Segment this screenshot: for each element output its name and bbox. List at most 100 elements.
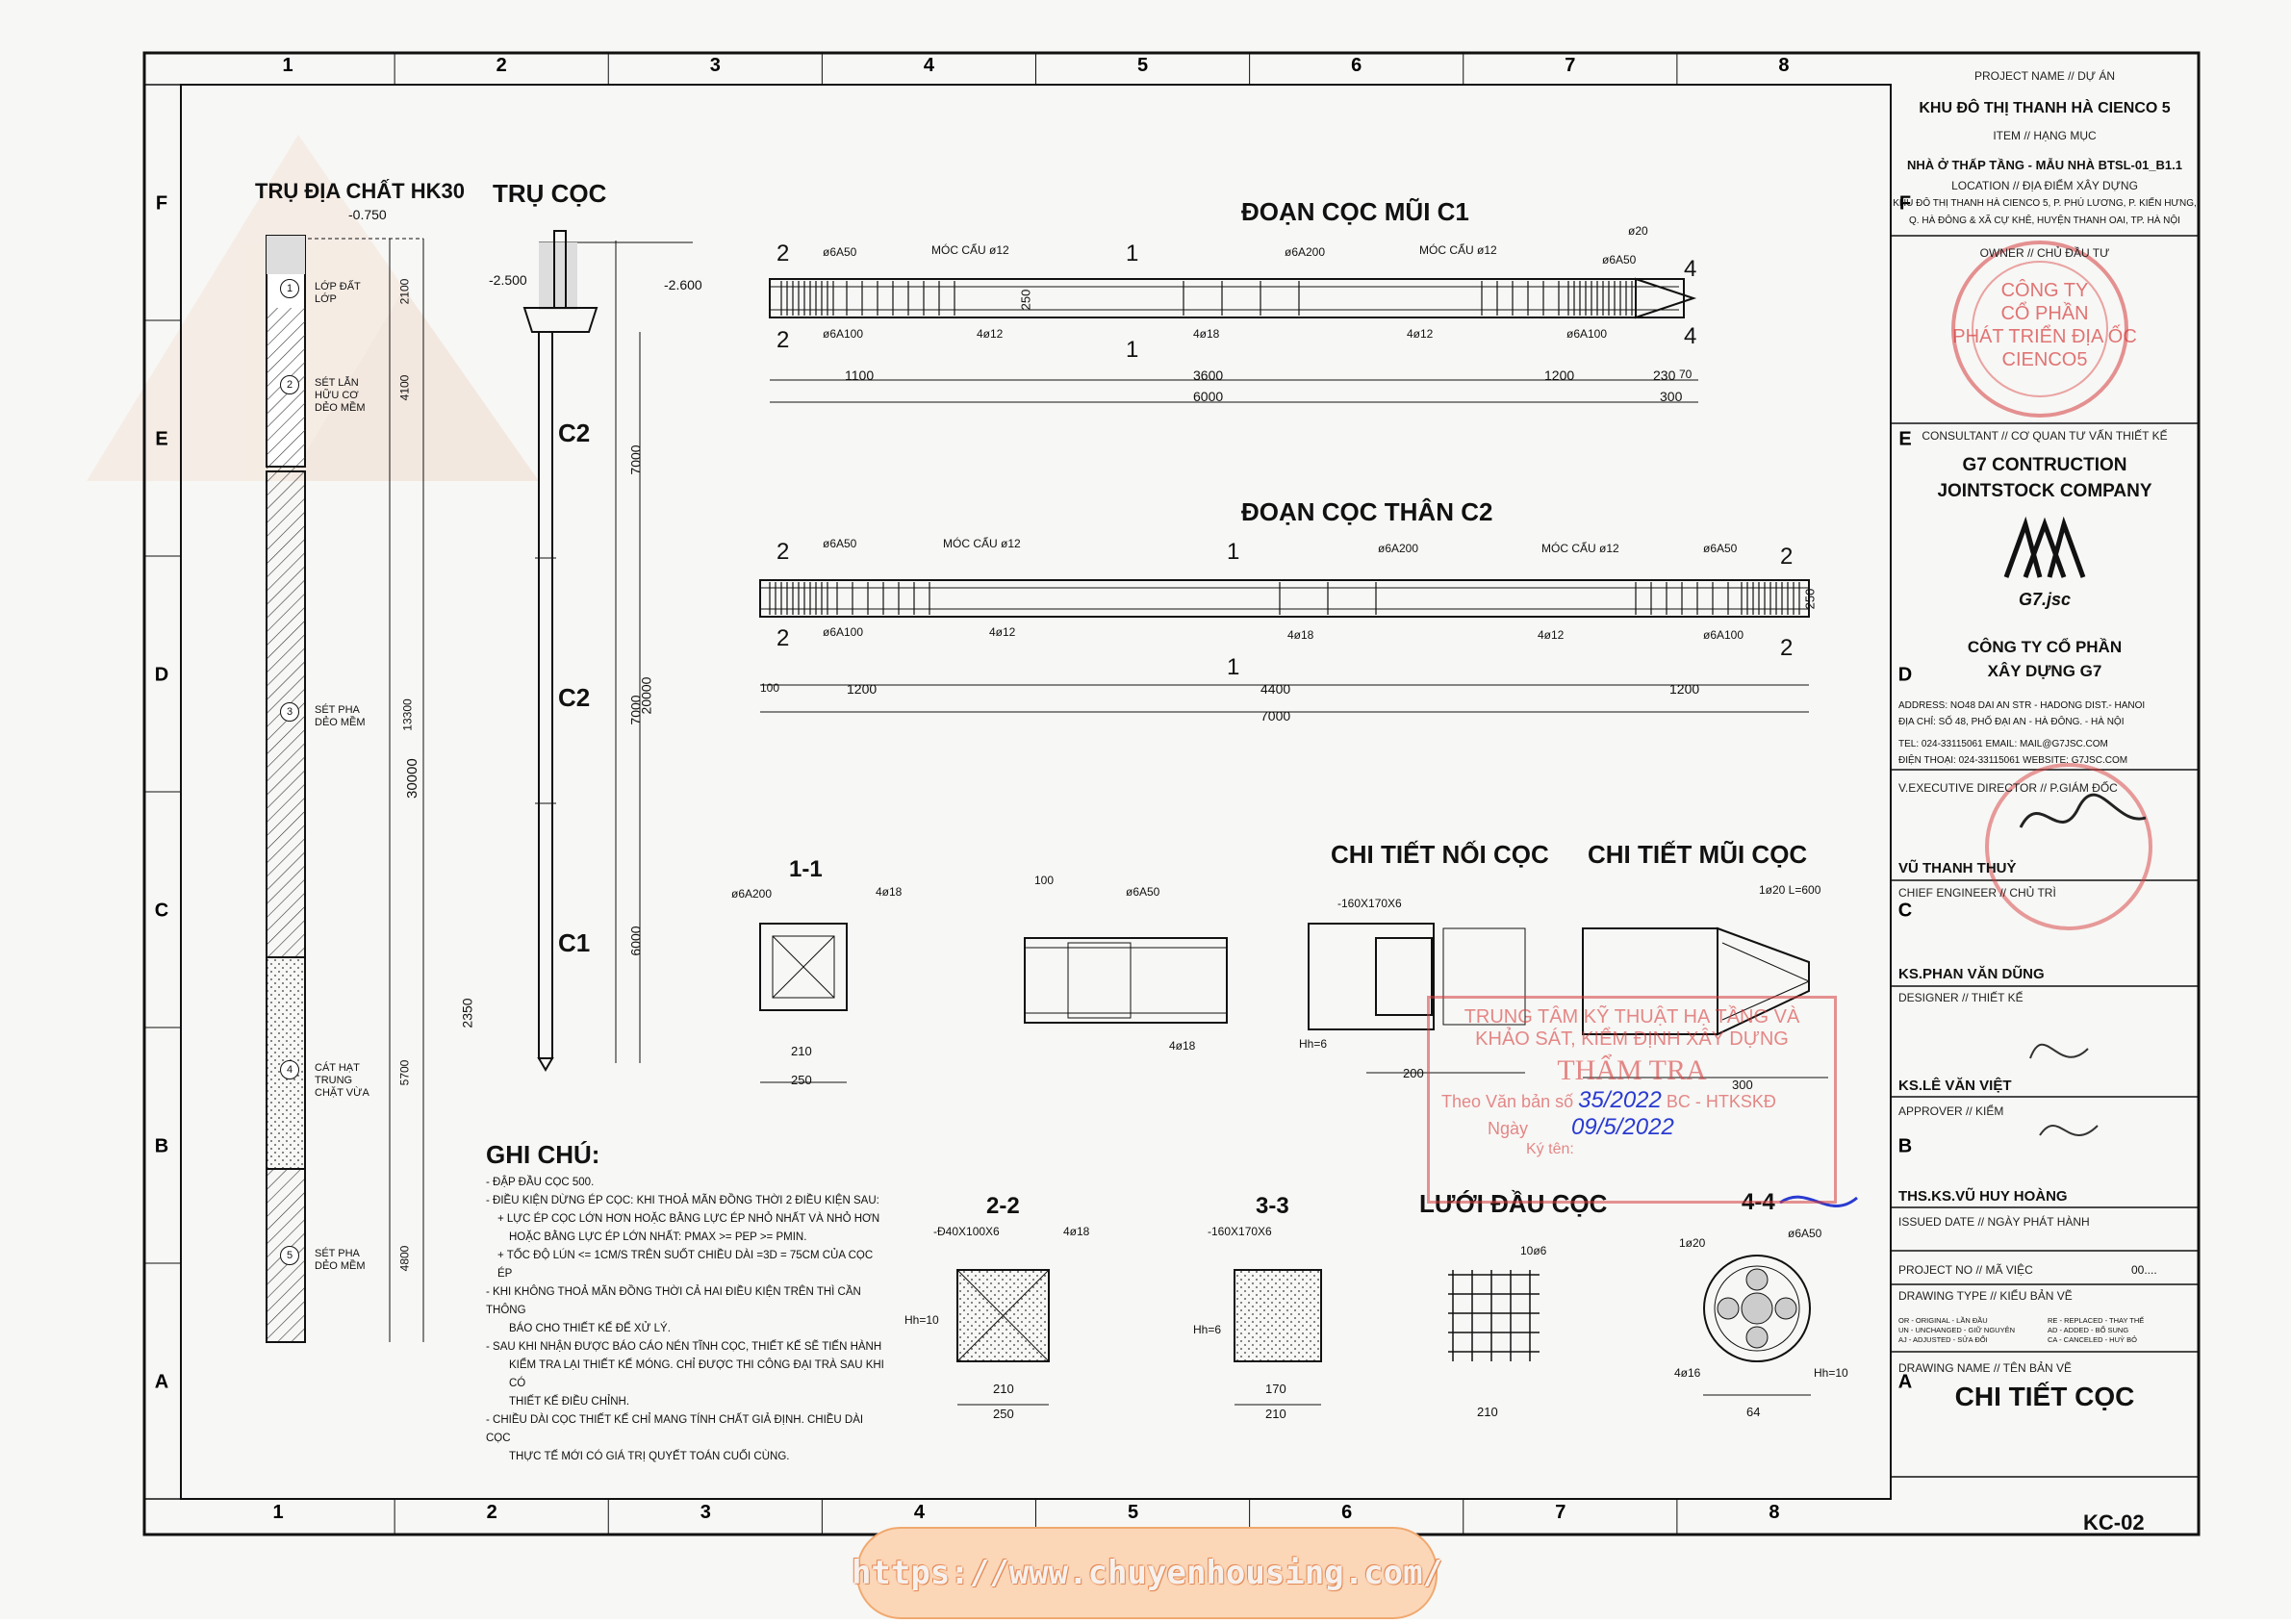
tb-owner-stamp-4: CIENCO5 bbox=[2001, 349, 2088, 370]
c2-cut-5: 1 bbox=[1227, 654, 1240, 680]
tb-location-label: LOCATION // ĐỊA ĐIỂM XÂY DỰNG bbox=[1951, 179, 2138, 192]
s33-plate: -160X170X6 bbox=[1208, 1225, 1272, 1238]
note-line: BÁO CHO THIẾT KẾ ĐỂ XỬ LÝ. bbox=[509, 1323, 671, 1334]
s44-rebar: ø6A50 bbox=[1788, 1227, 1822, 1240]
borehole-layer-thickness: 2100 bbox=[397, 278, 412, 305]
note-line: - KHI KHÔNG THOẢ MÃN ĐỒNG THỜI CẢ HAI ĐI… bbox=[486, 1286, 861, 1316]
stamp-sign: Ký tên: bbox=[1526, 1141, 1574, 1157]
c1-dim-3: 1200 bbox=[1544, 368, 1575, 383]
stamp-doc: Theo Văn bản số 35/2022 BC - HTKSKĐ bbox=[1430, 1087, 1834, 1114]
c2-cut-6: 2 bbox=[1780, 635, 1794, 661]
tb-type-label: DRAWING TYPE // KIỂU BẢN VẼ bbox=[1898, 1289, 2073, 1303]
website-banner[interactable]: https://www.chuyenhousing.com/ bbox=[852, 1527, 1442, 1619]
designer-signature bbox=[2029, 1043, 2089, 1059]
borehole-layer-thickness: 4800 bbox=[397, 1245, 412, 1272]
c2-label-2: MÓC CẨU ø12 bbox=[943, 537, 1021, 550]
c1-cut-5: 1 bbox=[1126, 337, 1139, 363]
c1-dim-1: 1100 bbox=[845, 368, 875, 383]
section-4-4 bbox=[1703, 1255, 1811, 1396]
note-line: - ĐẬP ĐẦU CỌC 500. bbox=[486, 1177, 595, 1188]
grid-row-label: D bbox=[1898, 665, 1912, 686]
tb-consultant-1: G7 CONTRUCTION bbox=[1962, 455, 2127, 475]
tb-location-2: Q. HÀ ĐÔNG & XÃ CỰ KHÊ, HUYỆN THANH OAI,… bbox=[1909, 216, 2180, 226]
notes-title: GHI CHÚ: bbox=[486, 1140, 600, 1169]
grid-col-label: 5 bbox=[1137, 55, 1148, 76]
c1-label-1: ø6A50 bbox=[823, 245, 857, 259]
grid-row-label: E bbox=[155, 429, 167, 450]
borehole-layer-no: 4 bbox=[280, 1060, 299, 1079]
tb-project-no: 00.... bbox=[2131, 1263, 2157, 1277]
c2-cut-3: 2 bbox=[1780, 544, 1794, 570]
grid-col-label: 7 bbox=[1555, 1502, 1566, 1523]
c1-label-7: ø6A100 bbox=[823, 327, 864, 341]
tb-phone: ĐIỆN THOẠI: 024-33115061 WEBSITE: G7JSC.… bbox=[1898, 755, 2128, 766]
joint-plate: -160X170X6 bbox=[1337, 897, 1402, 910]
grid-col-label: 3 bbox=[710, 55, 721, 76]
grid-row-label: F bbox=[1899, 193, 1911, 215]
pile-bottom: 2350 bbox=[459, 998, 475, 1028]
s33-dim-2: 210 bbox=[1265, 1407, 1286, 1421]
consultant-stamp bbox=[1985, 763, 2152, 930]
c2-dim-6: 250 bbox=[1802, 588, 1818, 610]
borehole-layer-name: SÉT LẪN HỮU CƠ DẺO MỀM bbox=[315, 377, 366, 414]
grid-col-label: 6 bbox=[1341, 1502, 1352, 1523]
c2-label-4: MÓC CẨU ø12 bbox=[1541, 542, 1619, 555]
pile-seg-1-len: 7000 bbox=[627, 444, 644, 475]
grid-row-label: A bbox=[155, 1372, 168, 1393]
tb-sheet: KC-02 bbox=[2083, 1510, 2145, 1535]
note-line: THIẾT KẾ ĐIỀU CHỈNH. bbox=[509, 1396, 630, 1408]
title-block: PROJECT NAME // DỰ ÁN KHU ĐÔ THỊ THANH H… bbox=[1891, 65, 2199, 1543]
segment-c1 bbox=[769, 277, 1698, 403]
c1-title: ĐOẠN CỌC MŨI C1 bbox=[1241, 197, 1469, 226]
c1-cut-3: 4 bbox=[1684, 256, 1697, 282]
c1-cut-1: 2 bbox=[776, 241, 790, 266]
director-signature bbox=[2019, 793, 2147, 828]
s44-dim: 64 bbox=[1746, 1405, 1761, 1419]
grid-col-label: 8 bbox=[1778, 55, 1789, 76]
pile-seg-2: C2 bbox=[558, 683, 591, 712]
tb-approver: THS.KS.VŨ HUY HOÀNG bbox=[1898, 1188, 2068, 1205]
c1-cut-6: 4 bbox=[1684, 323, 1697, 349]
pile-seg-3: C1 bbox=[558, 928, 591, 957]
c2-cut-1: 2 bbox=[776, 539, 790, 565]
borehole-layer-no: 3 bbox=[280, 702, 299, 722]
tb-name: CHI TIẾT CỌC bbox=[1954, 1382, 2135, 1411]
s11-rebar: ø6A200 bbox=[731, 887, 773, 901]
grid-col-label: 1 bbox=[283, 55, 293, 76]
tb-chief: KS.PHAN VĂN DŨNG bbox=[1898, 966, 2045, 982]
stamp-date-row: Ngày 09/5/2022 bbox=[1430, 1114, 1834, 1141]
sec22-title: 2-2 bbox=[986, 1193, 1020, 1219]
tb-approver-label: APPROVER // KIỂM bbox=[1898, 1104, 2004, 1118]
tb-owner-label: OWNER // CHỦ ĐẦU TƯ bbox=[1979, 246, 2110, 260]
borehole-layer-name: SÉT PHA DẺO MỀM bbox=[315, 1248, 366, 1272]
tip-detail bbox=[1582, 926, 1828, 1078]
grid-row-label: D bbox=[155, 665, 168, 686]
tb-owner-stamp-2: CỔ PHẦN bbox=[2000, 303, 2089, 324]
tb-address: ADDRESS: NO48 DAI AN STR - HADONG DIST.-… bbox=[1898, 700, 2146, 711]
notes-body: - ĐẬP ĐẦU CỌC 500.- ĐIỀU KIỆN DỪNG ÉP CỌ… bbox=[486, 1174, 890, 1466]
grid-row-label: E bbox=[1898, 429, 1911, 450]
borehole-layer-thickness: 4100 bbox=[397, 374, 412, 401]
s33-dim-1: 170 bbox=[1265, 1382, 1286, 1396]
c22-rebar: ø6A50 bbox=[1126, 885, 1160, 899]
tb-company-1: CÔNG TY CỔ PHẦN bbox=[1967, 638, 2123, 656]
c1-label-10: 4ø12 bbox=[1407, 327, 1434, 341]
drawing-type-item: AD - ADDED - BỔ SUNG bbox=[2048, 1326, 2129, 1334]
borehole-top-level: -0.750 bbox=[348, 207, 387, 222]
website-url[interactable]: https://www.chuyenhousing.com/ bbox=[851, 1554, 1443, 1592]
tb-consultant-label: CONSULTANT // CƠ QUAN TƯ VẤN THIẾT KẾ bbox=[1922, 429, 2168, 443]
s11-dim-1: 210 bbox=[791, 1044, 812, 1058]
joint-dim: 200 bbox=[1403, 1066, 1424, 1080]
s44-main: 4ø16 bbox=[1674, 1366, 1701, 1380]
s33-hh: Hh=6 bbox=[1193, 1323, 1222, 1336]
tb-project-label: PROJECT NAME // DỰ ÁN bbox=[1973, 69, 2116, 83]
c1-label-11: ø6A100 bbox=[1566, 327, 1608, 341]
c2-label-6: ø6A100 bbox=[823, 625, 864, 639]
tb-name-label: DRAWING NAME // TÊN BẢN VẼ bbox=[1898, 1361, 2073, 1375]
c2-dim-1: 1200 bbox=[847, 681, 878, 697]
tb-item-label: ITEM // HẠNG MỤC bbox=[1993, 129, 2097, 142]
tb-project: KHU ĐÔ THỊ THANH HÀ CIENCO 5 bbox=[1919, 100, 2171, 116]
borehole-layer-name: CÁT HẠT TRUNG CHẶT VỪA bbox=[315, 1062, 369, 1099]
